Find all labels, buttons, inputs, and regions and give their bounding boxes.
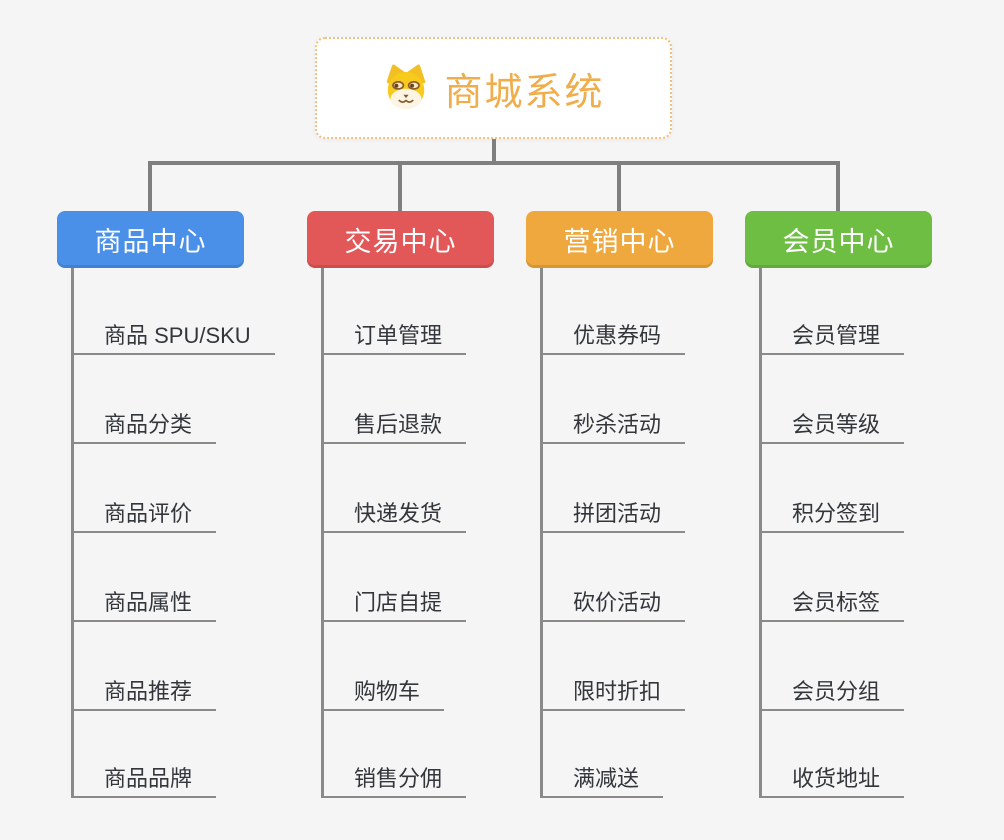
child-node[interactable]: 商品推荐 <box>74 674 217 711</box>
child-node[interactable]: 积分签到 <box>762 496 905 533</box>
child-node[interactable]: 砍价活动 <box>543 585 686 622</box>
child-node[interactable]: 商品品牌 <box>74 761 217 798</box>
branch-node-marketing[interactable]: 营销中心 <box>526 211 713 268</box>
child-node[interactable]: 收货地址 <box>762 761 905 798</box>
child-node[interactable]: 限时折扣 <box>543 674 686 711</box>
child-node[interactable]: 销售分佣 <box>324 761 467 798</box>
child-node[interactable]: 优惠券码 <box>543 318 686 355</box>
branch-trade-children: 订单管理 售后退款 快递发货 门店自提 购物车 销售分佣 <box>321 268 574 798</box>
child-node[interactable]: 订单管理 <box>324 318 467 355</box>
root-node[interactable]: 商城系统 <box>315 37 672 139</box>
child-node[interactable]: 会员管理 <box>762 318 905 355</box>
child-node[interactable]: 商品评价 <box>74 496 217 533</box>
root-title: 商城系统 <box>444 71 605 114</box>
connector-drop-trade <box>398 163 402 211</box>
branch-node-trade[interactable]: 交易中心 <box>307 211 494 268</box>
child-node[interactable]: 售后退款 <box>324 407 467 444</box>
connector-drop-marketing <box>617 163 621 211</box>
child-node[interactable]: 会员分组 <box>762 674 905 711</box>
branch-products-children: 商品 SPU/SKU 商品分类 商品评价 商品属性 商品推荐 商品品牌 <box>71 268 324 798</box>
child-node[interactable]: 满减送 <box>543 761 664 798</box>
child-node[interactable]: 快递发货 <box>324 496 467 533</box>
dog-face-icon <box>387 64 426 110</box>
child-node[interactable]: 门店自提 <box>324 585 467 622</box>
branch-marketing-children: 优惠券码 秒杀活动 拼团活动 砍价活动 限时折扣 满减送 <box>540 268 793 798</box>
child-node[interactable]: 购物车 <box>324 674 445 711</box>
branch-node-products[interactable]: 商品中心 <box>57 211 244 268</box>
connector-drop-member <box>836 163 840 211</box>
child-node[interactable]: 拼团活动 <box>543 496 686 533</box>
child-node[interactable]: 会员标签 <box>762 585 905 622</box>
branch-node-member[interactable]: 会员中心 <box>745 211 932 268</box>
connector-horizontal-bar <box>148 161 840 165</box>
child-node[interactable]: 秒杀活动 <box>543 407 686 444</box>
child-node[interactable]: 会员等级 <box>762 407 905 444</box>
connector-root-stub <box>492 139 496 163</box>
connector-drop-products <box>148 163 152 211</box>
child-node[interactable]: 商品属性 <box>74 585 217 622</box>
child-node[interactable]: 商品 SPU/SKU <box>74 318 275 355</box>
child-node[interactable]: 商品分类 <box>74 407 217 444</box>
branch-member-children: 会员管理 会员等级 积分签到 会员标签 会员分组 收货地址 <box>759 268 1004 798</box>
